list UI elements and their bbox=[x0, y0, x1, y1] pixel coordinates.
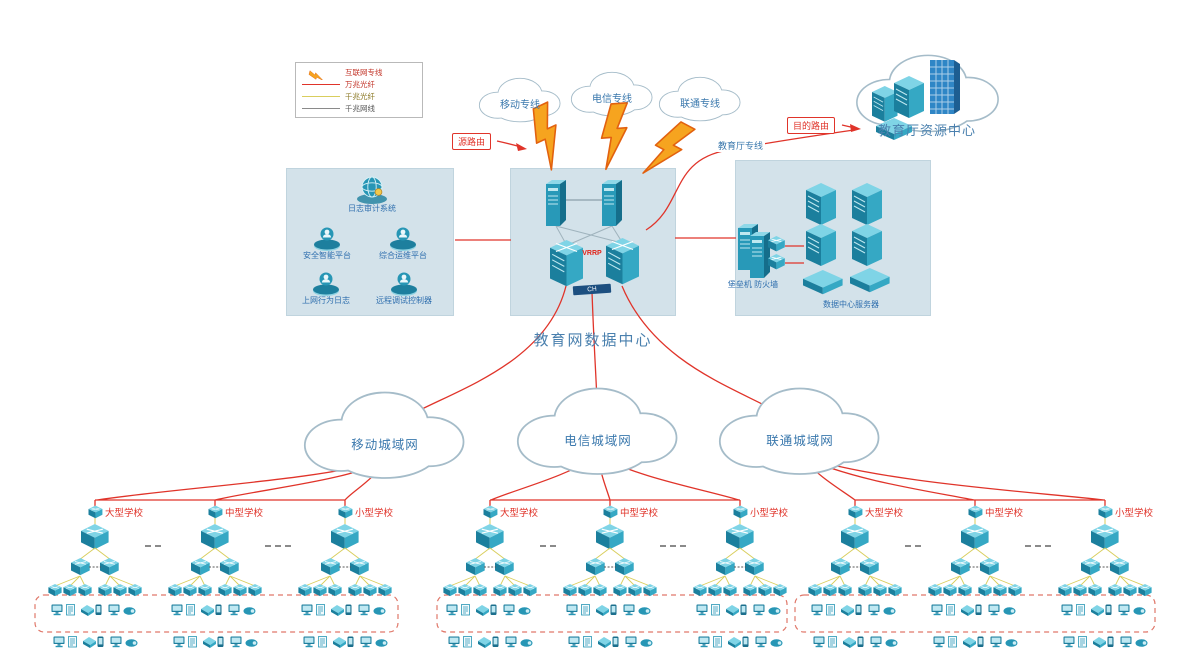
legend-item-internet: 互联网专线 bbox=[302, 66, 416, 80]
security-zone-icons bbox=[313, 176, 417, 296]
gray-line-swatch bbox=[302, 107, 340, 109]
servers-label: 数据中心服务器 bbox=[823, 300, 879, 309]
school-label: 大型学校 bbox=[483, 505, 538, 519]
school-label-text: 小型学校 bbox=[355, 508, 394, 519]
storage-icon bbox=[803, 270, 843, 295]
zone-link-lines bbox=[455, 237, 736, 241]
log-audit-label: 日志审计系统 bbox=[348, 204, 396, 213]
legend-label: 万兆光纤 bbox=[345, 79, 375, 89]
switch-icon bbox=[767, 235, 786, 252]
school-device-icon bbox=[483, 505, 498, 519]
server-icon bbox=[851, 182, 883, 226]
school-device-icon bbox=[208, 505, 223, 519]
telecom-man-label: 电信城域网 bbox=[564, 434, 632, 448]
building-icon bbox=[930, 60, 960, 114]
ops-platform-icon bbox=[390, 227, 416, 251]
school-label: 中型学校 bbox=[208, 505, 263, 519]
school-device-icon bbox=[1098, 505, 1113, 519]
school-label: 小型学校 bbox=[733, 505, 788, 519]
security-platform-label: 安全智能平台 bbox=[303, 251, 351, 260]
destination-route-arrowhead bbox=[850, 124, 861, 132]
log-audit-icon bbox=[356, 176, 388, 205]
school-label-text: 中型学校 bbox=[620, 508, 659, 519]
resource-center-title: 教育厅资源中心 bbox=[877, 123, 976, 138]
legend: 互联网专线 万兆光纤 千兆光纤 千兆网线 bbox=[295, 62, 423, 118]
school-label-text: 小型学校 bbox=[750, 508, 789, 519]
remote-debug-icon bbox=[391, 272, 417, 296]
unicom-line-label: 联通专线 bbox=[680, 99, 720, 110]
lightning-icon bbox=[640, 115, 696, 186]
unicom-man-label: 联通城域网 bbox=[766, 434, 834, 448]
core-switch-icon bbox=[606, 238, 639, 284]
legend-item-10g-fiber: 万兆光纤 bbox=[302, 78, 416, 90]
core-switch-icon bbox=[550, 240, 583, 286]
firewall-icon bbox=[749, 231, 771, 279]
core-router-icon bbox=[545, 179, 567, 227]
firewall-label: 堡垒机 防火墙 bbox=[727, 280, 779, 289]
server-zone-devices bbox=[737, 182, 890, 295]
data-center-title: 教育网数据中心 bbox=[533, 332, 653, 349]
school-label-text: 大型学校 bbox=[500, 508, 539, 519]
source-route-arrowhead bbox=[516, 143, 527, 151]
school-trees bbox=[48, 516, 1151, 648]
legend-label: 千兆网线 bbox=[345, 103, 375, 113]
metro-fan-3 bbox=[799, 455, 1106, 513]
school-label: 大型学校 bbox=[848, 505, 903, 519]
route-arrows bbox=[496, 124, 861, 151]
school-label: 小型学校 bbox=[1098, 505, 1153, 519]
school-device-icon bbox=[88, 505, 103, 519]
data-center-devices bbox=[545, 179, 639, 286]
edu-line-label: 教育厅专线 bbox=[716, 139, 766, 152]
school-label-text: 大型学校 bbox=[865, 508, 904, 519]
core-router-icon bbox=[601, 179, 623, 227]
security-platform-icon bbox=[314, 227, 340, 251]
school-device-icon bbox=[848, 505, 863, 519]
server-icon bbox=[805, 223, 837, 267]
source-route-label: 源路由 bbox=[452, 133, 492, 150]
storage-icon bbox=[850, 268, 890, 293]
school-label-text: 小型学校 bbox=[1115, 508, 1154, 519]
telecom-line-label: 电信专线 bbox=[592, 94, 632, 105]
school-label-text: 中型学校 bbox=[225, 508, 264, 519]
destination-route-label: 目的路由 bbox=[787, 117, 836, 134]
connection-lines bbox=[94, 129, 1106, 513]
school-label: 小型学校 bbox=[338, 505, 393, 519]
switch-icon bbox=[767, 253, 786, 270]
legend-label: 互联网专线 bbox=[345, 67, 383, 77]
server-icon bbox=[851, 223, 883, 267]
mobile-line-label: 移动专线 bbox=[500, 100, 540, 111]
school-label-text: 大型学校 bbox=[105, 508, 144, 519]
school-label: 大型学校 bbox=[88, 505, 143, 519]
lightning-icon bbox=[308, 70, 326, 80]
ops-platform-label: 综合运维平台 bbox=[379, 251, 427, 260]
school-device-icon bbox=[968, 505, 983, 519]
server-icon bbox=[805, 182, 837, 226]
access-device-boxes bbox=[34, 594, 1156, 633]
mobile-man-label: 移动城域网 bbox=[351, 438, 419, 452]
legend-label: 千兆光纤 bbox=[345, 91, 375, 101]
remote-debug-label: 远程调试控制器 bbox=[376, 296, 432, 305]
school-label-text: 中型学校 bbox=[985, 508, 1024, 519]
behavior-log-label: 上网行为日志 bbox=[302, 296, 350, 305]
school-device-icon bbox=[338, 505, 353, 519]
legend-item-1g-fiber: 千兆光纤 bbox=[302, 90, 416, 102]
school-device-icon bbox=[603, 505, 618, 519]
school-label: 中型学校 bbox=[603, 505, 658, 519]
red-line-swatch bbox=[302, 83, 340, 85]
resource-center-buildings bbox=[871, 60, 960, 140]
school-device-icon bbox=[733, 505, 748, 519]
yellow-line-swatch bbox=[302, 95, 340, 97]
school-label: 中型学校 bbox=[968, 505, 1023, 519]
vrrp-label: VRRP bbox=[582, 250, 602, 257]
behavior-log-icon bbox=[313, 272, 339, 296]
legend-item-1g-cable: 千兆网线 bbox=[302, 102, 416, 114]
